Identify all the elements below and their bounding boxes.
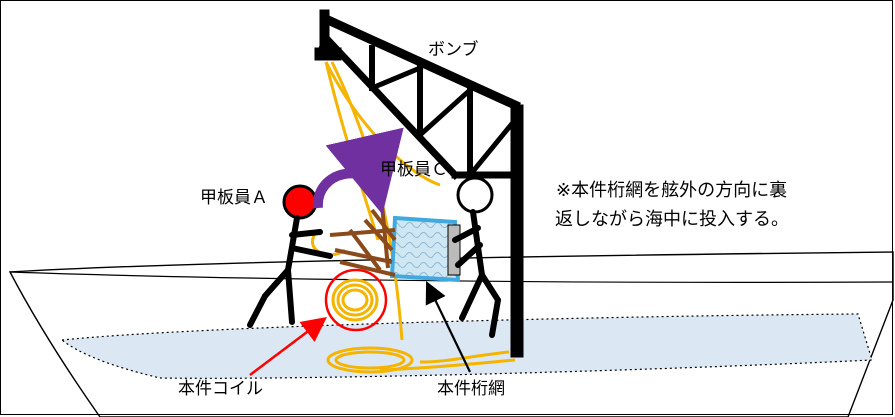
note-line-2: 返しながら海中に投入する。: [555, 209, 789, 230]
worker-c: [452, 176, 501, 338]
coil-highlight: [324, 268, 388, 332]
water-surface: [60, 313, 873, 379]
note-line-1: ※本件桁網を舷外の方向に裏: [556, 180, 788, 201]
boom-label: ボンブ: [428, 40, 479, 60]
boat-gunwale: [9, 271, 894, 283]
boom-crane: [314, 9, 524, 358]
net-pointer-arrow: [425, 281, 471, 373]
worker-c-label: 甲板員Ｃ: [380, 160, 448, 180]
boat-hull: [8, 251, 894, 417]
coil: [326, 278, 414, 374]
coil-pointer-arrow: [249, 316, 327, 376]
worker-a-label: 甲板員Ａ: [200, 188, 268, 208]
net-label: 本件桁網: [437, 379, 505, 399]
rotation-arrow: [312, 127, 404, 215]
beam-trawl-net: [329, 204, 461, 283]
worker-a: [247, 184, 333, 328]
coil-label: 本件コイル: [178, 379, 263, 399]
